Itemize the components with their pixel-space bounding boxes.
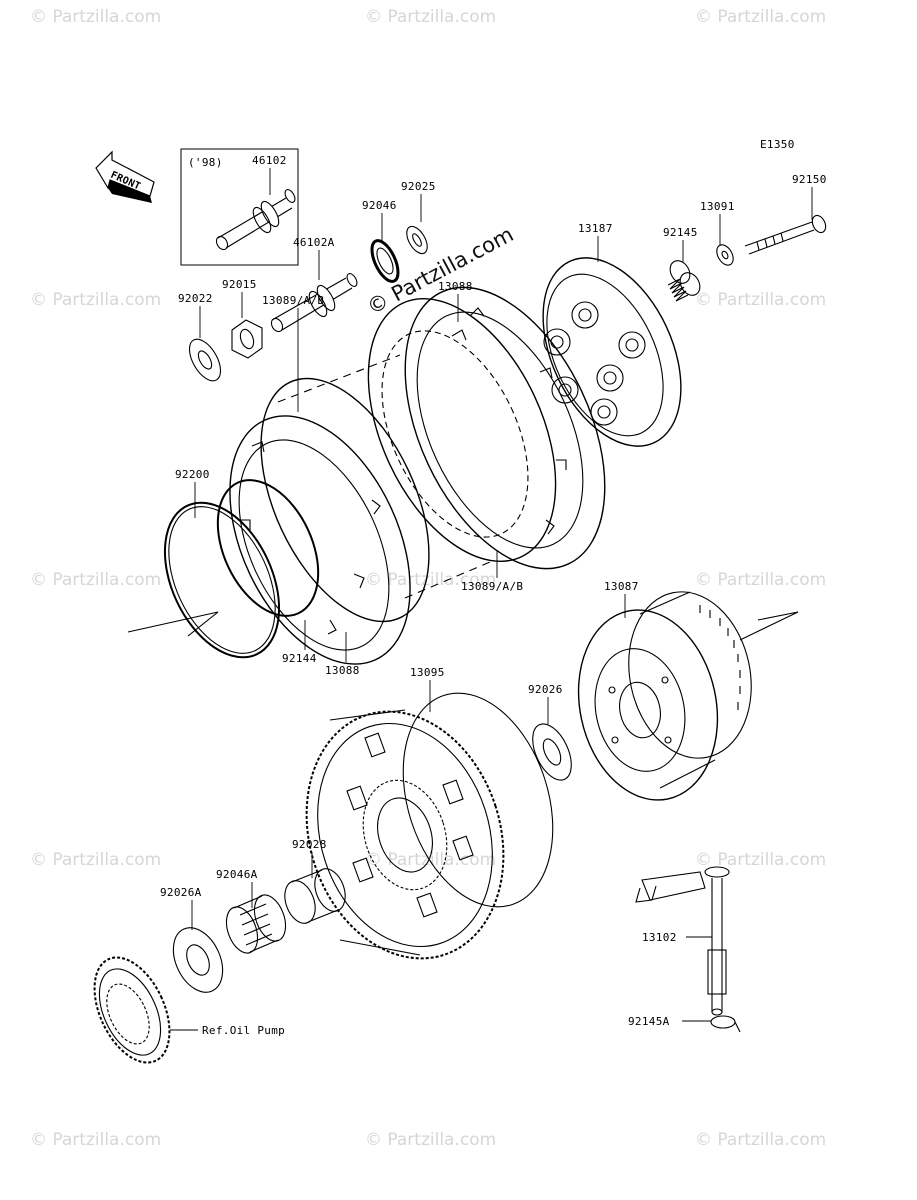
bolt-92150 — [744, 214, 827, 255]
alignment-line — [404, 561, 491, 599]
washer-92026a — [172, 927, 224, 993]
spring-92145 — [667, 260, 701, 302]
label-92145: 92145 — [663, 226, 698, 239]
collar-92028 — [284, 868, 346, 924]
brand-watermark: © Partzilla.com — [363, 222, 517, 319]
nut-92015 — [231, 319, 263, 359]
watermark-tile: © Partzilla.com — [30, 1130, 161, 1150]
part-labels: 46102 46102A 92025 92046 92015 92022 130… — [160, 154, 827, 1037]
label-13095: 13095 — [410, 666, 445, 679]
watermark-tile: © Partzilla.com — [695, 570, 826, 590]
label-13091: 13091 — [700, 200, 735, 213]
spring-seat-13091 — [716, 244, 734, 266]
release-lever-13102 — [635, 866, 730, 1016]
label-46102: 46102 — [252, 154, 287, 167]
needle-bearing-92046a — [225, 894, 287, 954]
label-92028: 92028 — [292, 838, 327, 851]
friction-plate-13088-top — [404, 286, 606, 570]
label-13088-top: 13088 — [438, 280, 473, 293]
watermark-tile: © Partzilla.com — [365, 7, 496, 27]
label-92026a: 92026A — [160, 886, 202, 899]
label-92026: 92026 — [528, 683, 563, 696]
watermark-tile: © Partzilla.com — [695, 850, 826, 870]
label-92144: 92144 — [282, 652, 317, 665]
year-variant-box — [180, 148, 299, 266]
axis-line — [739, 611, 799, 641]
watermark-tile: © Partzilla.com — [695, 7, 826, 27]
ring-92144 — [216, 479, 320, 617]
label-13088-bottom: 13088 — [325, 664, 360, 677]
plates-lower-stack — [229, 377, 430, 665]
label-13089-bottom: 13089/A/B — [461, 580, 523, 593]
label-ref-oil-pump: Ref.Oil Pump — [202, 1024, 285, 1037]
label-92046: 92046 — [362, 199, 397, 212]
label-92200: 92200 — [175, 468, 210, 481]
label-92145a: 92145A — [628, 1015, 670, 1028]
year-note: ('98) — [188, 156, 223, 169]
label-92150: 92150 — [792, 173, 827, 186]
axis-line — [127, 611, 219, 637]
label-13087: 13087 — [604, 580, 639, 593]
leader-lines — [170, 168, 813, 1031]
watermark-tile: © Partzilla.com — [30, 290, 161, 310]
watermark-tile: © Partzilla.com — [30, 850, 161, 870]
label-13187: 13187 — [578, 222, 613, 235]
watermark-tile: © Partzilla.com — [365, 850, 496, 870]
label-92025: 92025 — [401, 180, 436, 193]
oil-pump-gear — [93, 956, 171, 1064]
watermark-tile: © Partzilla.com — [365, 1130, 496, 1150]
watermark-tile: © Partzilla.com — [695, 290, 826, 310]
bearing-92046 — [370, 239, 400, 283]
ring-92200 — [163, 501, 281, 659]
front-arrow-icon: FRONT — [95, 150, 155, 203]
watermark-tile: © Partzilla.com — [695, 1130, 826, 1150]
watermark-layer: © Partzilla.com © Partzilla.com © Partzi… — [30, 7, 826, 1150]
label-46102a: 46102A — [293, 236, 335, 249]
diagram-code: E1350 — [760, 138, 795, 151]
pushrod-46102a — [270, 273, 358, 333]
clutch-housing-13095 — [305, 692, 554, 960]
washer-92026 — [532, 723, 572, 781]
washer-92025 — [406, 225, 428, 255]
washer-92022 — [188, 338, 222, 382]
watermark-tile: © Partzilla.com — [365, 570, 496, 590]
label-92022: 92022 — [178, 292, 213, 305]
label-92015: 92015 — [222, 278, 257, 291]
label-13102: 13102 — [642, 931, 677, 944]
watermark-tile: © Partzilla.com — [30, 570, 161, 590]
clutch-hub-13087 — [577, 591, 752, 801]
pushrod-46102 — [215, 189, 296, 251]
circlip-92145a — [710, 1015, 741, 1033]
pressure-plate-13187 — [542, 257, 682, 447]
label-13089-top: 13089/A/B — [262, 294, 324, 307]
watermark-tile: © Partzilla.com — [30, 7, 161, 27]
steel-plate-13089 — [367, 297, 557, 563]
label-92046a: 92046A — [216, 868, 258, 881]
